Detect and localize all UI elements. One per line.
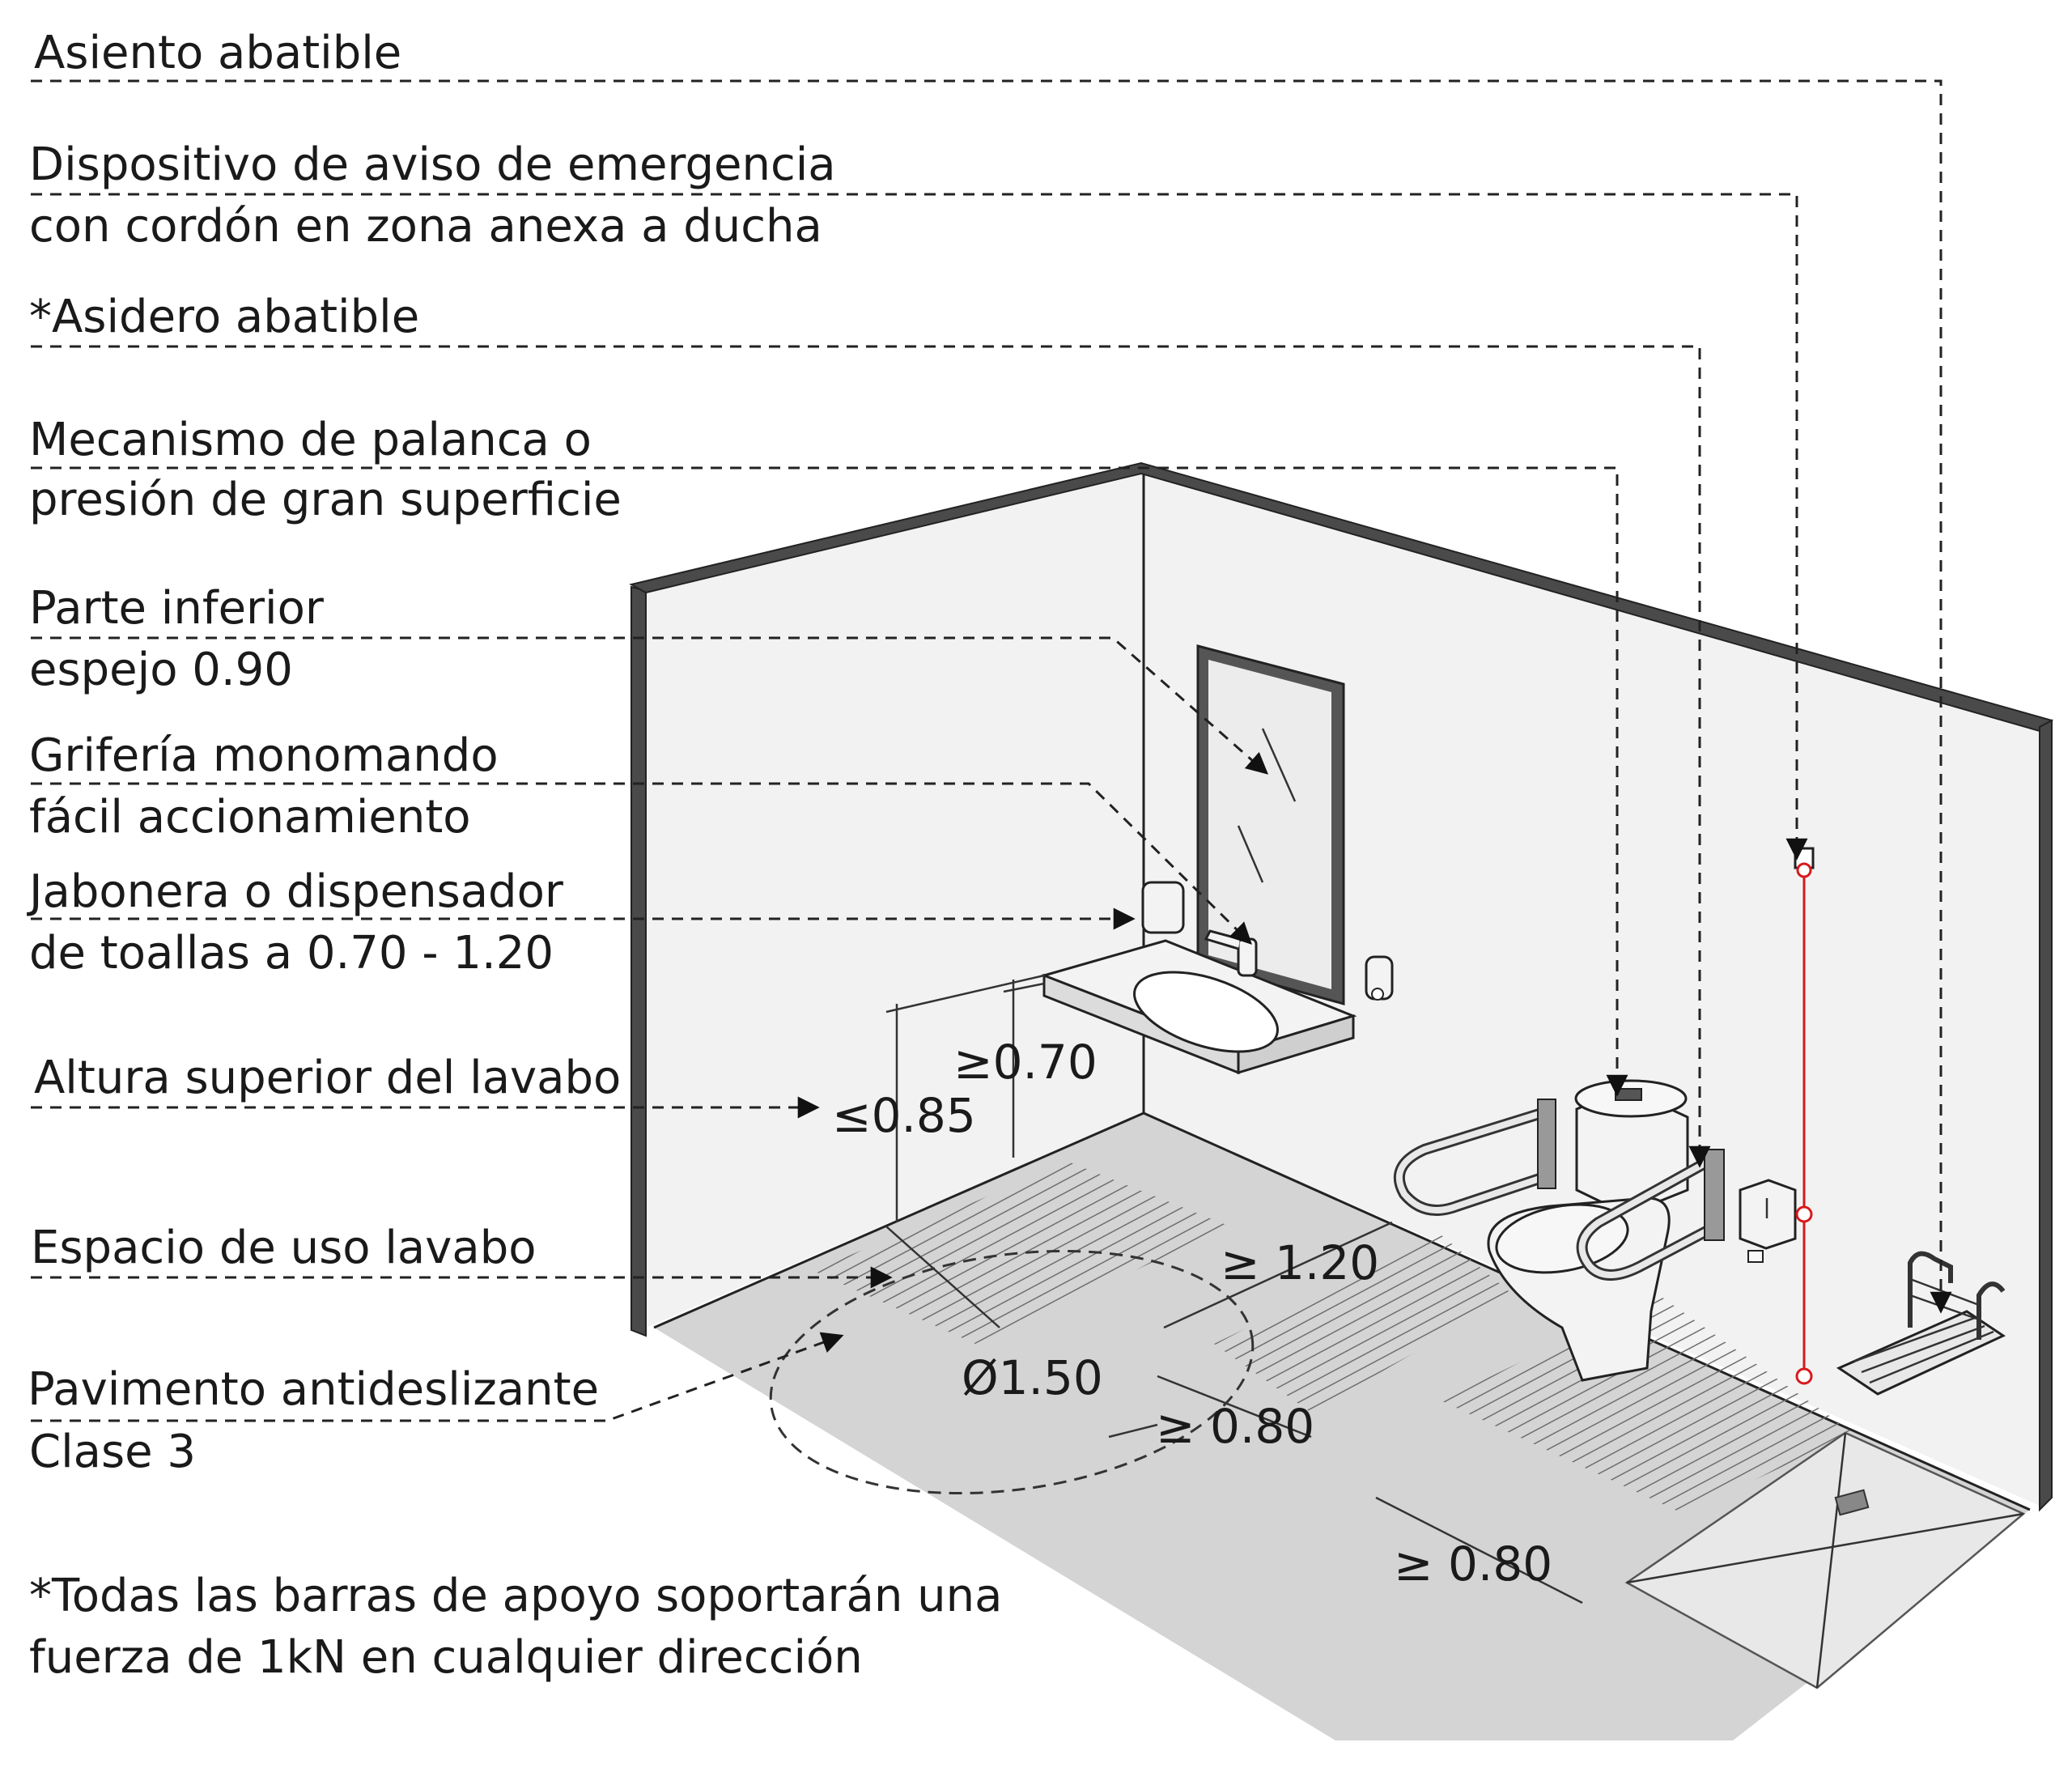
shower-drain (1834, 1489, 1870, 1516)
label-asiento-abatible: Asiento abatible (34, 27, 401, 79)
dim-lavabo-height: ≤0.85 (832, 1088, 976, 1143)
label-jabonera-line1: Jabonera o dispensador (27, 865, 564, 918)
hatch-zone-lavabo (813, 1162, 1230, 1344)
footnote-line1: *Todas las barras de apoyo soportarán un… (29, 1570, 1002, 1622)
folding-seat (1836, 1251, 2006, 1396)
label-mecanismo-line1: Mecanismo de palanca o (29, 414, 592, 466)
left-wall-cap (631, 585, 647, 1337)
dim-turning-circle: Ø1.50 (962, 1350, 1103, 1405)
label-espejo-line1: Parte inferior (29, 582, 325, 635)
label-mecanismo-line2: presión de gran superficie (29, 474, 622, 526)
grab-bar-left (1393, 1099, 1556, 1216)
label-pavimento-line1: Pavimento antideslizante (28, 1363, 599, 1416)
dimension-values: ≤0.85 ≥0.70 Ø1.50 ≥ 1.20 ≥ 0.80 ≥ 0.80 (832, 1035, 1552, 1592)
labels: Asiento abatible Dispositivo de aviso de… (27, 27, 836, 1478)
dim-transfer-side: ≥ 0.80 (1156, 1399, 1314, 1454)
label-espejo-line2: espejo 0.90 (29, 644, 293, 696)
dim-transfer-front: ≥ 1.20 (1221, 1235, 1379, 1290)
towel-dispenser (1141, 881, 1185, 934)
mirror (1196, 644, 1345, 1005)
dim-shower-side: ≥ 0.80 (1394, 1536, 1552, 1592)
soap-dispenser-button (1371, 988, 1384, 1001)
label-espacio-lavabo: Espacio de uso lavabo (31, 1222, 537, 1274)
label-altura-lavabo: Altura superior del lavabo (34, 1052, 621, 1104)
dimension-lines (885, 974, 1583, 1604)
label-dispositivo-line1: Dispositivo de aviso de emergencia (29, 138, 836, 191)
right-wall-cap (2039, 719, 2053, 1512)
label-griferia-line2: fácil accionamiento (29, 791, 471, 844)
label-dispositivo-line2: con cordón en zona anexa a ducha (29, 200, 822, 253)
label-asidero-abatible: *Asidero abatible (29, 291, 419, 343)
footnote: *Todas las barras de apoyo soportarán un… (29, 1570, 1002, 1684)
label-pavimento-line2: Clase 3 (29, 1426, 196, 1478)
washbasin (1040, 929, 1357, 1075)
leader-lines (31, 79, 1952, 1422)
non-slip-zones (813, 1162, 1853, 1514)
shower-tray (1624, 1431, 2026, 1689)
label-jabonera-line2: de toallas a 0.70 - 1.20 (29, 927, 554, 980)
label-griferia-line1: Grifería monomando (29, 729, 499, 782)
flush-button (1615, 1088, 1642, 1101)
toilet (1487, 1079, 1689, 1382)
left-wall (646, 467, 1144, 1328)
hatch-zone-wc-side (1441, 1295, 1853, 1514)
faucet (1237, 937, 1258, 977)
dim-lavabo-knee: ≥0.70 (953, 1035, 1098, 1090)
toilet-paper-dispenser (1739, 1179, 1797, 1263)
turning-circle (769, 1249, 1255, 1495)
basin-bowl (1133, 971, 1279, 1053)
hatch-zone-wc-front (1214, 1235, 1514, 1413)
footnote-line2: fuerza de 1kN en cualquier dirección (29, 1631, 863, 1684)
right-wall (1144, 467, 2040, 1506)
